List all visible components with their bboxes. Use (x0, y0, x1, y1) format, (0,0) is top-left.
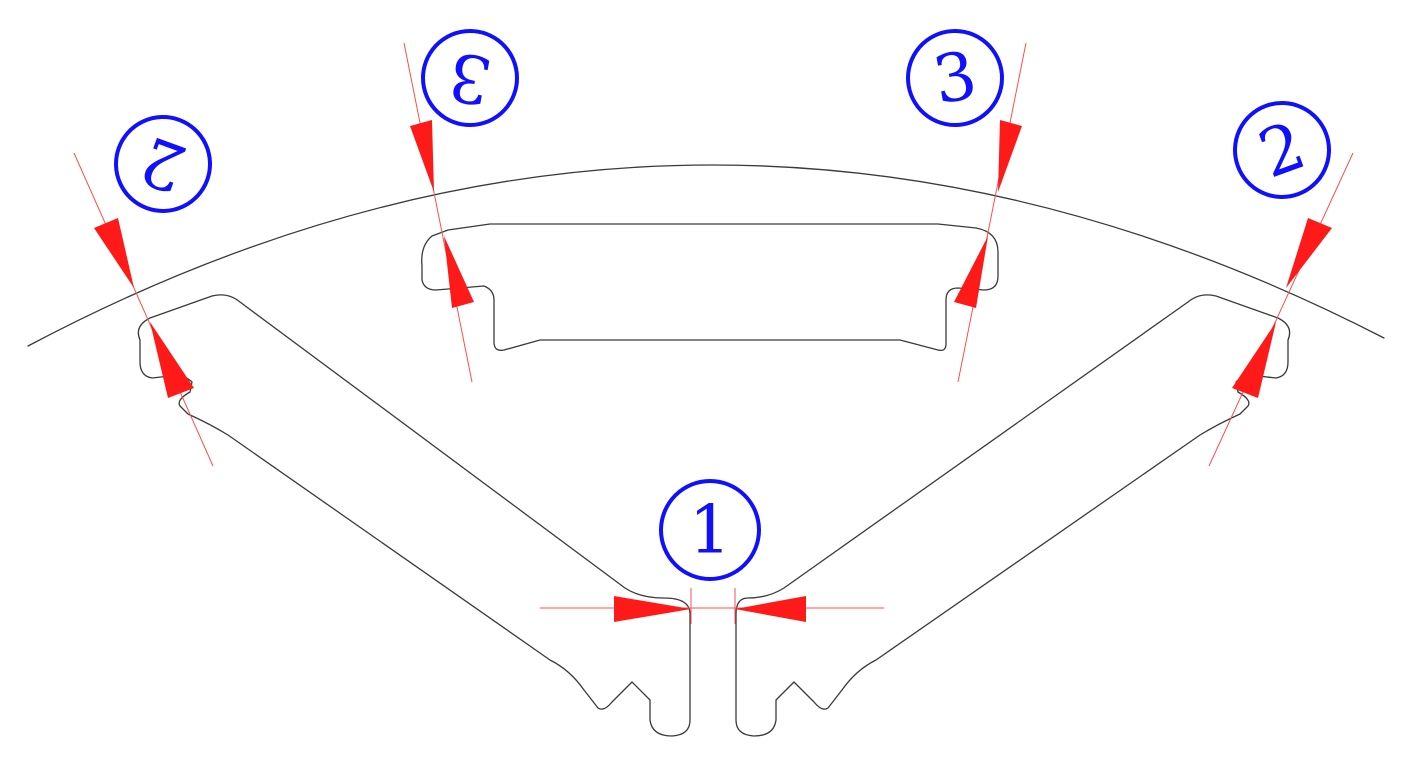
marker-2-left: 2 (114, 115, 212, 213)
middle-slot (421, 223, 999, 352)
arrow-2-left-inner (150, 322, 194, 398)
arrow-2-right-outer (1286, 218, 1332, 288)
arrow-2-right-inner (1232, 322, 1276, 398)
dim-line-3-right (957, 42, 1027, 383)
dim-line-3-left (403, 42, 473, 383)
arrow-3-right-outer (998, 120, 1022, 192)
dim-line-2-right (1208, 152, 1354, 467)
marker-3-right: 3 (906, 29, 1004, 127)
arrow-1-right (735, 596, 806, 622)
arrow-3-left-inner (444, 236, 474, 308)
marker-1-label: 1 (689, 492, 731, 569)
marker-2-right: 2 (1233, 101, 1331, 199)
dimension-arrows (94, 120, 1332, 622)
marker-1: 1 (659, 479, 761, 581)
left-slot-outer (137, 294, 691, 737)
dim-line-2-left (73, 152, 214, 467)
arrow-2-left-outer (94, 218, 134, 288)
arrow-3-right-inner (954, 236, 988, 308)
arrow-3-left-outer (410, 120, 434, 192)
outer-arc (27, 164, 1385, 347)
right-slot-outer (735, 294, 1291, 737)
marker-3-left: 3 (421, 29, 519, 127)
arrow-1-left (614, 596, 691, 622)
